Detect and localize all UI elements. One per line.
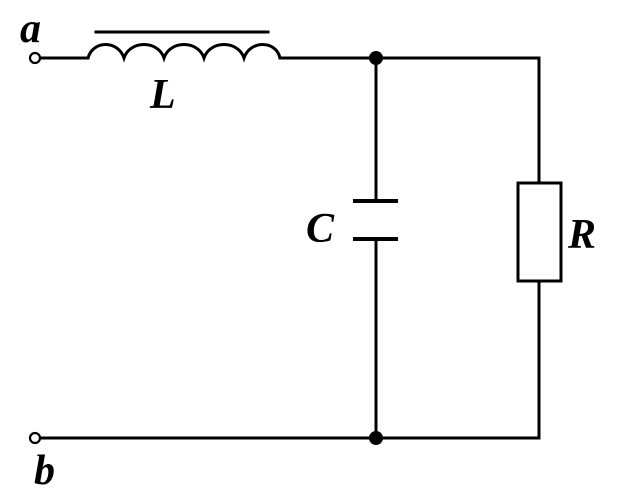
terminal-b-label: b (34, 448, 55, 494)
inductor-coil (86, 43, 282, 63)
junction-node-top (369, 51, 383, 65)
capacitor-label: C (306, 206, 335, 252)
terminal-a (28, 51, 42, 65)
junction-node-bottom (369, 431, 383, 445)
terminal-b (28, 431, 42, 445)
terminal-a-label: a (20, 6, 41, 52)
resistor-body (516, 181, 563, 283)
resistor-label: R (567, 212, 596, 258)
inductor-label: L (149, 72, 176, 118)
